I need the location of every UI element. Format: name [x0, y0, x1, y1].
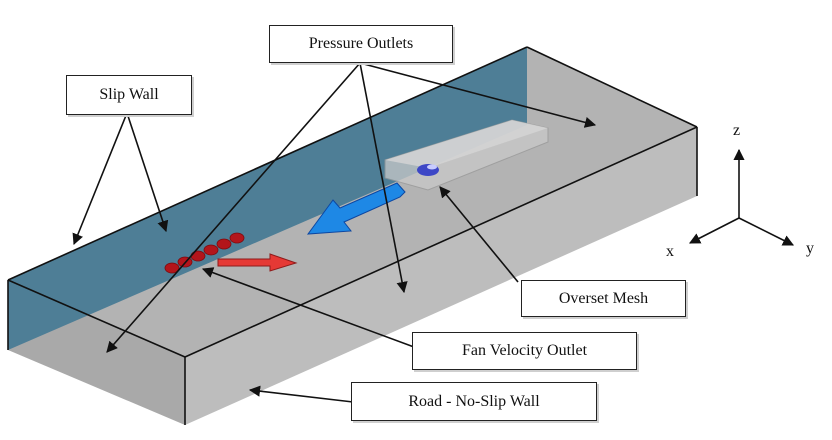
slip-wall-surface [8, 47, 527, 350]
label-pressure-outlets: Pressure Outlets [269, 25, 453, 63]
label-fan-velocity-outlet: Fan Velocity Outlet [412, 332, 637, 370]
right-face-fill [185, 127, 697, 425]
axes-triad [689, 148, 795, 246]
y-axis-line [738, 217, 795, 246]
flow-direction-arrow [306, 182, 406, 235]
x-axis-label: x [666, 243, 674, 260]
leader-lines [72, 62, 597, 403]
leader-road [248, 385, 354, 403]
fan-row [164, 232, 245, 274]
fan [164, 262, 180, 274]
leader-slip-2 [126, 112, 169, 233]
fan [216, 238, 232, 250]
fan [203, 244, 219, 256]
x-axis-line [689, 217, 740, 244]
label-slip-wall: Slip Wall [66, 75, 192, 115]
leader-pressure-2 [359, 62, 408, 294]
fan [229, 232, 245, 244]
leader-overset [439, 186, 519, 283]
leader-pressure-1 [106, 62, 361, 353]
leader-slip-1 [72, 112, 128, 246]
overset-mesh-top [385, 120, 548, 168]
car-model [417, 164, 439, 176]
fan-outflow-arrow [217, 253, 298, 272]
label-overset-mesh: Overset Mesh [521, 280, 686, 317]
leader-pressure-3 [359, 62, 597, 128]
z-axis-label: z [733, 122, 741, 139]
y-axis-label: y [806, 240, 814, 257]
leader-fan [201, 267, 415, 348]
label-road-no-slip-wall: Road - No-Slip Wall [351, 382, 597, 421]
domain-outline [7, 46, 698, 425]
